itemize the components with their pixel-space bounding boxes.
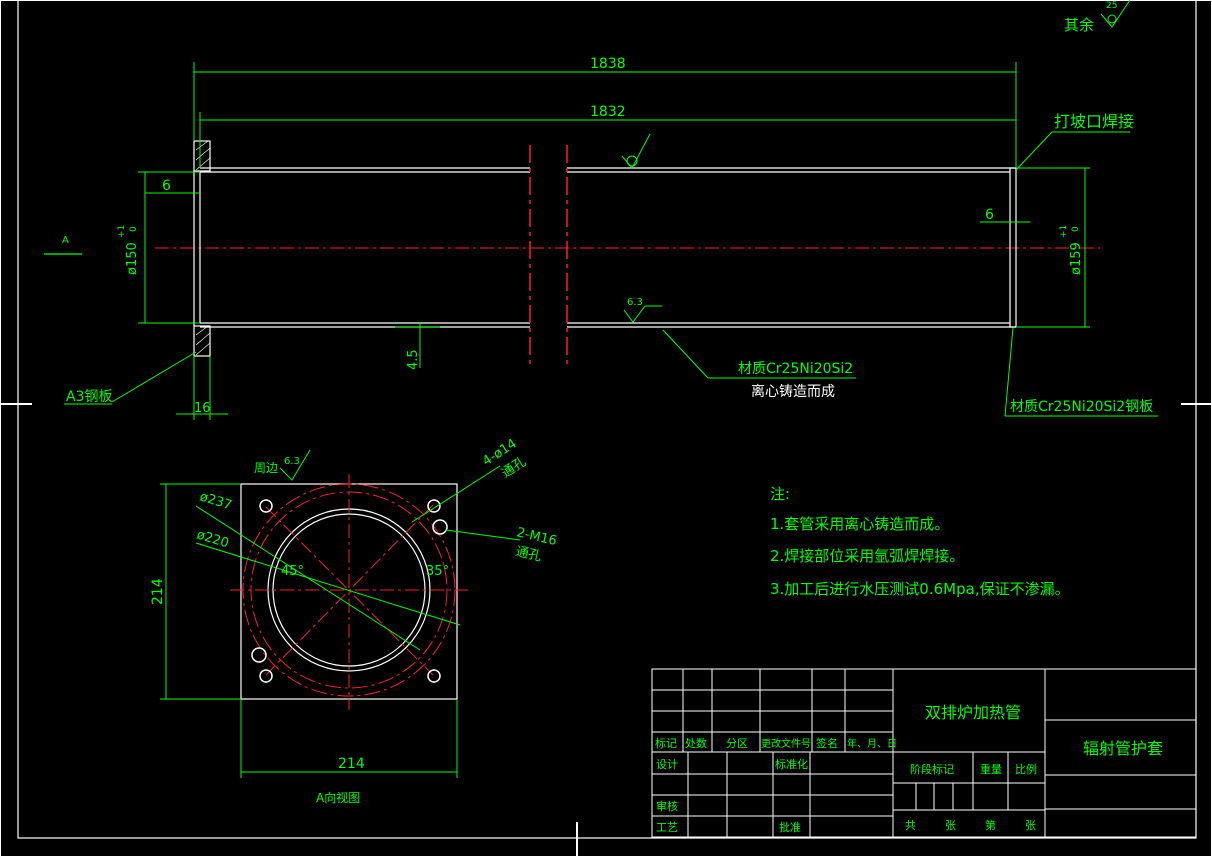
label-material-plate: 材质Cr25Ni20Si2钢板 [1010, 399, 1153, 415]
tb-header-1: 处数 [685, 737, 707, 750]
tb-header-2: 分区 [726, 737, 748, 750]
roughness-bottom-symbol [623, 305, 662, 323]
drawing-frame-inner [17, 0, 1197, 839]
tb-total: 共 [905, 819, 916, 832]
view-a-width: 214 [338, 756, 365, 772]
notes-heading: 注: [770, 485, 790, 503]
tb-sheets: 张 [945, 819, 956, 832]
leader-a3 [111, 351, 197, 403]
view-a-edge-roughness-symbol [279, 449, 311, 481]
roughness-other-value: 25 [1106, 1, 1117, 11]
leader-material-body [662, 329, 709, 379]
view-a-diag-2 [265, 504, 434, 676]
dim-flange-value: 16 [194, 401, 211, 416]
view-a-edge-roughness: 6.3 [284, 456, 300, 467]
roughness-bottom-value: 6.3 [627, 297, 643, 308]
view-a-holes-2-note: 通孔 [514, 544, 543, 564]
dim-wall-right-value: 6 [985, 207, 994, 223]
view-a-title: A向视图 [316, 790, 360, 805]
tb-review: 审核 [656, 799, 678, 813]
dim-dia-left-tol-up: +1 [117, 225, 127, 238]
leader-holes-1 [411, 465, 501, 523]
dim-dia-left-value: ø150 [125, 242, 140, 275]
tb-design: 设计 [656, 758, 678, 771]
tb-stage-mark: 阶段标记 [910, 762, 954, 776]
tb-sheet: 张 [1025, 819, 1036, 832]
dim-tube-length: 1832 [590, 104, 626, 120]
flange-hatch [195, 140, 211, 356]
dim-dia-right-value: ø159 [1069, 242, 1084, 275]
hole-m16-1 [432, 519, 448, 535]
view-a-angle-left: 45° [281, 564, 304, 579]
tb-scale: 比例 [1015, 762, 1037, 776]
note-2: 2.焊接部位采用氩弧焊焊接。 [770, 547, 964, 565]
view-a-dia-outer: ø237 [198, 489, 234, 513]
dim-offset-value: 4.5 [406, 349, 421, 370]
label-weld-bevel: 打坡口焊接 [1054, 112, 1134, 131]
dim-overall-length: 1838 [590, 56, 626, 72]
dim-dia-right-tol-up: +1 [1059, 225, 1069, 238]
tb-header-3: 更改文件号 [761, 737, 811, 750]
roughness-symbol [1100, 0, 1131, 28]
title-block [651, 668, 1197, 838]
tb-approve: 批准 [779, 820, 801, 834]
hole-tl [259, 499, 273, 513]
leader-weld-bevel [1015, 131, 1053, 171]
view-a-angle-right: 35° [426, 564, 449, 579]
view-a-edge-label: 周边 [254, 461, 278, 475]
view-a-height: 214 [150, 578, 166, 605]
tb-page: 第 [985, 818, 996, 832]
hole-bl [259, 669, 273, 683]
roughness-symbol-circle [1107, 14, 1117, 24]
tb-weight: 重量 [980, 762, 1002, 776]
leader-holes-2 [445, 529, 521, 541]
flange-top [193, 140, 211, 172]
note-3: 3.加工后进行水压测试0.6Mpa,保证不渗漏。 [770, 580, 1070, 598]
label-material-body-2: 离心铸造而成 [751, 383, 835, 400]
end-plate [1009, 167, 1017, 328]
label-material-body-1: 材质Cr25Ni20Si2 [738, 361, 853, 377]
view-a-dia-inner-line [195, 542, 461, 626]
title-drawing-name: 辐射管护套 [1083, 739, 1163, 758]
dim-wall-left-value: 6 [162, 178, 171, 194]
hole-br [427, 669, 441, 683]
weld-symbol-top-circle [626, 155, 638, 167]
view-arrow-label: A [62, 235, 69, 246]
roughness-other-label: 其余 [1064, 16, 1094, 34]
title-part-name: 双排炉加热管 [925, 703, 1021, 722]
weld-symbol-top [621, 133, 651, 169]
flange-bottom [193, 325, 211, 357]
leader-material-plate [1004, 327, 1014, 417]
hole-tr [427, 499, 441, 513]
tb-standardize: 标准化 [775, 757, 808, 771]
note-1: 1.套管采用离心铸造而成。 [770, 515, 949, 533]
dim-dia-left-tol-lo: 0 [129, 226, 139, 232]
tb-header-5: 年、月、日 [847, 737, 897, 750]
label-a3-plate: A3钢板 [66, 389, 112, 405]
tb-header-4: 签名 [816, 736, 838, 750]
tb-process: 工艺 [656, 821, 678, 834]
dim-dia-right-tol-lo: 0 [1071, 226, 1081, 232]
hole-m16-2 [251, 647, 267, 663]
tb-header-0: 标记 [655, 736, 677, 750]
